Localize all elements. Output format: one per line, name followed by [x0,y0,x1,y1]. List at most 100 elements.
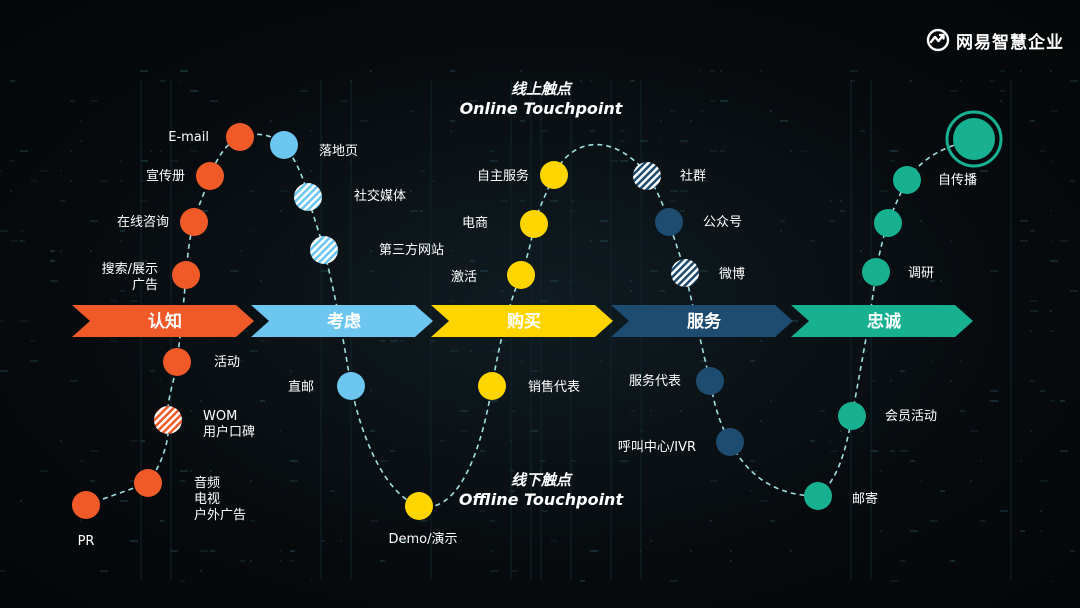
touchpoint-dot [716,428,744,456]
touchpoint-label: 自传播 [938,173,977,188]
touchpoint-endpoint [945,110,1003,168]
stage-chevron-awareness [72,305,254,337]
touchpoint-dot [838,402,866,430]
touchpoint-search-ads: 搜索/展示广告 [102,261,200,293]
touchpoint-label: 销售代表 [528,379,580,395]
touchpoint-label: 调研 [908,266,934,281]
touchpoint-ecommerce: 电商 [462,210,548,238]
stage-band: 认知考虑购买服务忠诚 [72,305,973,337]
touchpoint-community: 社群 [633,162,706,190]
endpoint-ring [945,110,1003,168]
stage-chevron-service [611,305,793,337]
touchpoint-label: 呼叫中心/IVR [618,440,696,455]
touchpoint-service-rep: 服务代表 [629,367,724,395]
touchpoint-dot [337,372,365,400]
online-zone-zh: 线上触点 [511,80,573,98]
online-zone-label: 线上触点 Online Touchpoint [460,80,624,118]
touchpoint-dot [478,372,506,400]
touchpoint-third-party: 第三方网站 [310,236,444,264]
touchpoint-dot [180,208,208,236]
touchpoint-activation: 激活 [451,261,535,289]
touchpoint-official-account: 公众号 [655,208,742,236]
touchpoint-mail: 邮寄 [804,482,878,510]
touchpoint-dot [172,261,200,289]
touchpoint-activity: 活动 [163,348,240,376]
touchpoint-dot [154,406,182,434]
touchpoint-dot [507,261,535,289]
touchpoint-dot [655,208,683,236]
netease-logo-icon [926,28,950,52]
touchpoint-pr: PR [72,491,100,549]
touchpoint-label: Demo/演示 [388,531,457,547]
endpoint-dot [953,118,995,160]
touchpoint-survey: 调研 [862,258,934,286]
touchpoint-label: E-mail [168,130,209,145]
touchpoint-label: PR [78,534,95,549]
stage-label-consideration: 考虑 [326,311,361,332]
touchpoint-online-consult: 在线咨询 [117,208,208,236]
touchpoint-dot [72,491,100,519]
touchpoint-brochure: 宣传册 [146,162,224,190]
stage-chevron-loyalty [791,305,973,337]
stage-chevron-purchase [431,305,613,337]
touchpoint-member-activity: 会员活动 [838,402,937,430]
touchpoint-email: E-mail [168,123,254,151]
touchpoint-label: 搜索/展示广告 [102,262,158,293]
offline-zone-zh: 线下触点 [511,471,573,489]
touchpoint-dot [405,492,433,520]
online-zone-en: Online Touchpoint [460,99,624,118]
touchpoint-label: 会员活动 [885,409,937,424]
touchpoint-label: 直邮 [288,380,314,395]
touchpoint-landing-page: 落地页 [270,131,358,159]
brand-name: 网易智慧企业 [956,32,1064,53]
touchpoint-dot [520,210,548,238]
touchpoint-demo: Demo/演示 [388,492,458,547]
touchpoint-label: 电商 [462,216,488,231]
touchpoint-label: 音频电视户外广告 [194,475,246,523]
stage-label-service: 服务 [687,311,722,332]
touchpoint-label: 社群 [680,168,706,184]
touchpoint-dot [804,482,832,510]
touchpoint-self-service: 自主服务 [477,161,568,189]
touchpoint-dot [310,236,338,264]
touchpoint-label: 公众号 [703,215,742,230]
stage-label-loyalty: 忠诚 [867,311,901,332]
touchpoint-dot [196,162,224,190]
touchpoint-call-center: 呼叫中心/IVR [618,428,744,456]
touchpoint-label: 第三方网站 [379,242,444,258]
touchpoint-self-spread: 自传播 [874,173,977,237]
touchpoint-label: 邮寄 [852,491,878,507]
touchpoint-dot [671,259,699,287]
touchpoint-dot [163,348,191,376]
touchpoint-label: 服务代表 [629,373,681,389]
touchpoint-social-media: 社交媒体 [294,183,406,211]
touchpoint-dot [874,209,902,237]
touchpoint-dot [633,162,661,190]
touchpoint-label: 社交媒体 [354,188,406,204]
touchpoint-media: 音频电视户外广告 [134,469,246,523]
brand-logo: 网易智慧企业 [926,26,1064,54]
stage-label-awareness: 认知 [148,311,182,332]
touchpoint-label: 宣传册 [146,168,185,184]
touchpoint-dot-loyalty-extra [893,166,921,194]
touchpoint-label: 落地页 [319,144,358,159]
touchpoint-sales-rep: 销售代表 [478,372,580,400]
touchpoint-dot [226,123,254,151]
touchpoint-direct-mail: 直邮 [288,372,365,400]
touchpoint-label: 活动 [214,355,240,370]
touchpoint-dot [134,469,162,497]
touchpoint-dot [696,367,724,395]
touchpoint-label: 微博 [719,267,745,282]
offline-zone-en: Offline Touchpoint [459,490,625,509]
stage-chevron-consideration [251,305,433,337]
touchpoint-weibo: 微博 [671,259,745,287]
touchpoint-dot [294,183,322,211]
touchpoint-dot [540,161,568,189]
offline-zone-label: 线下触点 Offline Touchpoint [459,471,625,509]
touchpoint-label: 激活 [451,270,477,285]
